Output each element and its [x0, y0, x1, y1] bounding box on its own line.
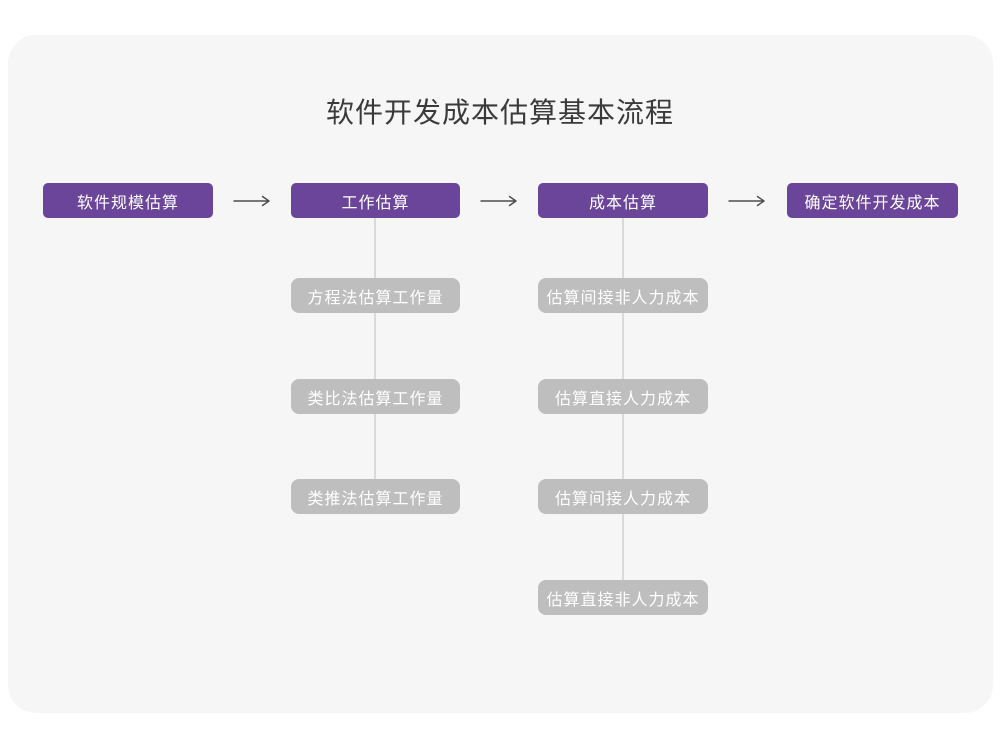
canvas-card — [8, 35, 993, 713]
cost-substep-direct-nonlabor: 估算直接非人力成本 — [538, 580, 708, 615]
step-label: 成本估算 — [588, 194, 657, 212]
step-work-estimation: 工作估算 — [291, 183, 460, 218]
substep-label: 估算间接人力成本 — [554, 490, 691, 508]
cost-substep-indirect-nonlabor: 估算间接非人力成本 — [538, 278, 708, 313]
page-title: 软件开发成本估算基本流程 — [325, 97, 674, 128]
step-label: 工作估算 — [341, 194, 410, 212]
substep-label: 类比法估算工作量 — [307, 390, 444, 408]
step-label: 确定软件开发成本 — [804, 194, 941, 212]
cost-substep-direct-labor: 估算直接人力成本 — [538, 379, 708, 414]
step-software-scale-estimation: 软件规模估算 — [43, 183, 213, 218]
step-determine-software-dev-cost: 确定软件开发成本 — [787, 183, 958, 218]
cost-substep-indirect-labor: 估算间接人力成本 — [538, 479, 708, 514]
right-arrow-icon — [728, 195, 765, 207]
substep-label: 估算直接人力成本 — [554, 390, 691, 408]
connector-line-work-estimation — [374, 218, 376, 497]
work-substep-analogy-method: 类比法估算工作量 — [291, 379, 460, 414]
right-arrow-icon — [233, 195, 270, 207]
step-label: 软件规模估算 — [76, 194, 179, 212]
substep-label: 方程法估算工作量 — [307, 289, 444, 307]
work-substep-extrapolation-method: 类推法估算工作量 — [291, 479, 460, 514]
step-cost-estimation: 成本估算 — [538, 183, 708, 218]
substep-label: 估算直接非人力成本 — [546, 591, 700, 609]
substep-label: 估算间接非人力成本 — [546, 289, 700, 307]
right-arrow-icon — [480, 195, 517, 207]
work-substep-equation-method: 方程法估算工作量 — [291, 278, 460, 313]
substep-label: 类推法估算工作量 — [307, 490, 444, 508]
